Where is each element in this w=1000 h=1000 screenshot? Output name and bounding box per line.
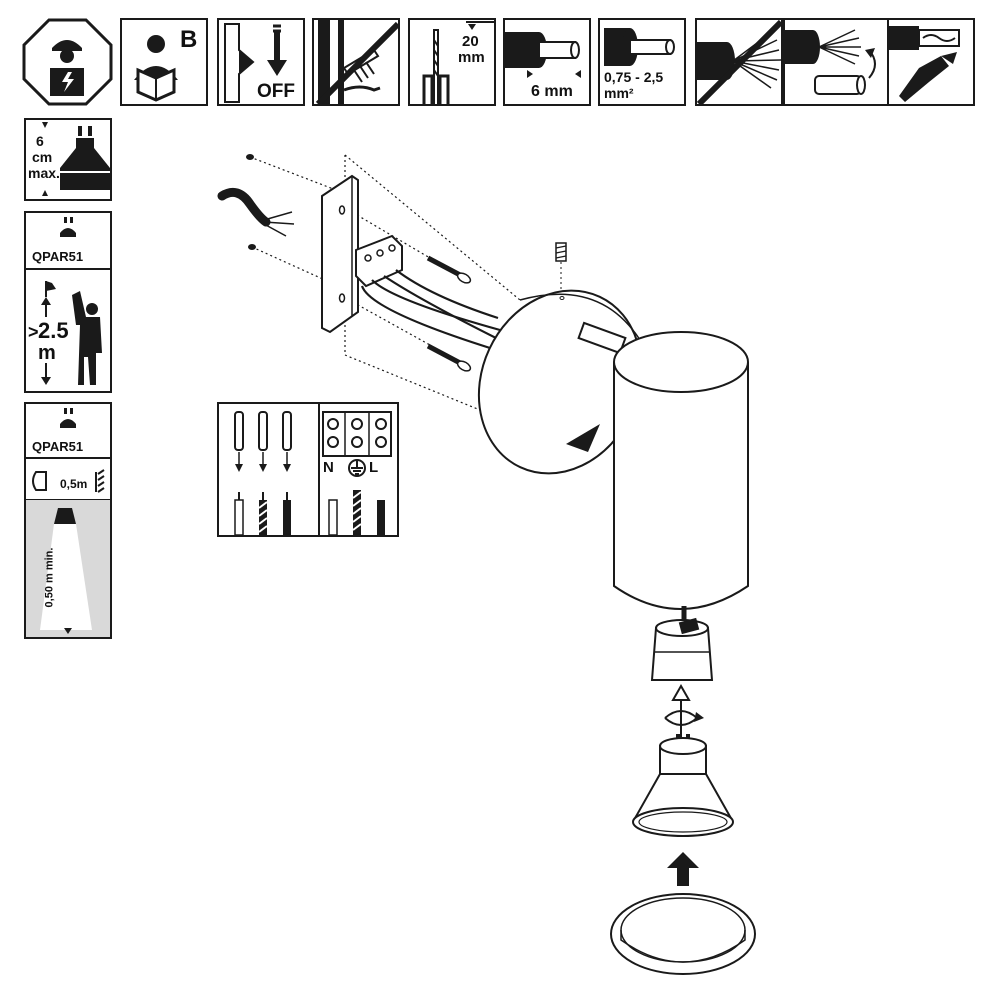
mains-cable	[217, 187, 295, 237]
mount-height-unit: m	[38, 342, 56, 364]
stripped-wire-length-icon	[505, 32, 581, 78]
mounting-height-diagram	[26, 217, 110, 385]
wire-section-panel: 0,75 - 2,5 mm²	[598, 18, 686, 106]
lamp-shade	[613, 331, 749, 610]
height-value: 6	[36, 133, 44, 149]
cable-in-wall-depth-icon	[422, 21, 494, 104]
depth-value: 20	[462, 33, 479, 50]
wire-ferrule-icon	[785, 29, 876, 95]
lamp-arm	[577, 321, 627, 355]
read-manual-panel: B	[120, 18, 208, 106]
person-reading-manual-icon	[134, 35, 178, 102]
electrician-icon	[22, 18, 113, 106]
switch-off-panel: OFF	[217, 18, 305, 106]
wiring-detail-panel: N L	[217, 402, 399, 537]
push-up-arrow-icon	[667, 852, 699, 886]
height-suffix: max.	[28, 165, 60, 181]
strip-length-label: 6 mm	[531, 83, 573, 100]
depth-unit: mm	[458, 49, 485, 66]
no-frayed-wire-icon	[697, 20, 781, 104]
wire-section-value: 0,75 - 2,5	[604, 69, 664, 85]
internal-wires	[360, 269, 501, 350]
bulb-height-icon	[42, 122, 110, 196]
strip-length-panel: 6 mm	[503, 18, 591, 106]
no-drilling-panel	[312, 18, 400, 106]
mounting-height-panel: QPAR51 > 2.5 m	[24, 211, 112, 393]
mount-height-prefix: >	[28, 322, 39, 342]
crimp-panel	[887, 18, 975, 106]
grub-screw	[555, 242, 567, 294]
mount-height-value: 2.5	[38, 318, 69, 343]
mounting-bracket	[321, 174, 359, 334]
switch-off-label: OFF	[257, 81, 295, 102]
height-unit: cm	[32, 149, 53, 165]
wiring-diagram	[234, 404, 392, 535]
object-distance-label: 0,5m	[60, 477, 88, 491]
mounting-screws	[426, 255, 472, 372]
wire-section-unit: mm²	[604, 85, 634, 101]
wire-cross-section-icon	[604, 28, 675, 66]
terminal-block	[355, 234, 403, 288]
live-label: L	[369, 459, 379, 476]
retaining-ring	[610, 893, 756, 975]
manual-letter: B	[180, 26, 198, 53]
no-loose-strands-panel	[695, 18, 783, 106]
neutral-label: N	[323, 459, 334, 476]
power-switch-off-icon	[224, 23, 287, 103]
ferrule-panel	[783, 18, 889, 106]
assembly-guide-lines	[249, 154, 521, 411]
gu10-socket	[650, 617, 714, 681]
beam-distance-diagram	[26, 408, 110, 637]
cable-depth-panel: 20 mm	[408, 18, 496, 106]
wall-plugs	[246, 154, 256, 250]
max-height-panel: 6 cm max.	[24, 118, 112, 201]
lamp-type-label-2: QPAR51	[32, 439, 84, 454]
crimping-pliers-icon	[889, 26, 960, 102]
electrician-required-panel	[22, 18, 113, 106]
min-distance-panel: QPAR51 0,5m 0,50 m min.	[24, 402, 112, 639]
lamp-type-label: QPAR51	[32, 249, 84, 264]
insert-arrow-icon	[664, 683, 704, 742]
gu10-bulb	[632, 734, 734, 837]
no-drilling-near-cables-icon	[315, 20, 398, 104]
